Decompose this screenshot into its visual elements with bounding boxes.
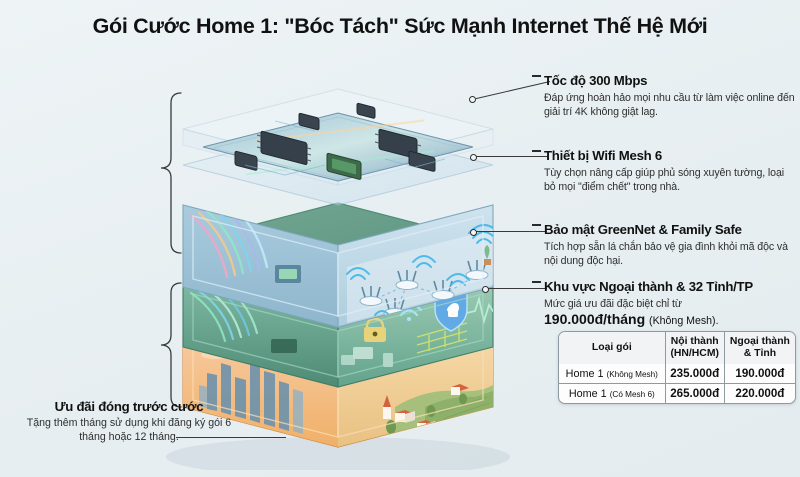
table-cell-suburban: 220.000đ: [735, 387, 785, 401]
brace-upper: [160, 92, 182, 254]
header-line: (HN/HCM): [670, 348, 719, 360]
annotation-body-wifi-mesh: Tùy chọn nâng cấp giúp phủ sóng xuyên tư…: [544, 166, 785, 193]
header-line: Ngoại thành: [729, 336, 790, 347]
leader-dot-security: [470, 229, 477, 236]
table-header-urban: Nội thành (HN/HCM): [665, 332, 725, 365]
chip-icon: [234, 102, 436, 180]
annotation-region: Khu vực Ngoại thành & 32 Tỉnh/TP Mức giá…: [532, 279, 796, 327]
annotation-heading-wifi-mesh: Thiết bị Wifi Mesh 6: [544, 148, 662, 163]
price-value: 190.000đ/tháng: [544, 310, 646, 327]
annotation-body-speed: Đáp ứng hoàn hảo mọi nhu cầu từ làm việc…: [544, 91, 795, 118]
leader-dot-speed: [469, 96, 476, 103]
package-note: (Không Mesh): [606, 369, 658, 379]
page-title: Gói Cước Home 1: "Bóc Tách" Sức Mạnh Int…: [92, 14, 708, 38]
leader-line-security: [475, 231, 547, 232]
table-header-package: Loại gói: [559, 332, 666, 365]
annotation-wifi-mesh: Thiết bị Wifi Mesh 6 Tùy chọn nâng cấp g…: [532, 148, 796, 194]
leader-line-region: [487, 288, 547, 289]
leader-dot-region: [482, 286, 489, 293]
table-header-row: Loại gói Nội thành (HN/HCM) Ngoại thành …: [559, 332, 795, 365]
annotation-dash: [532, 150, 541, 152]
leader-line-prepay: [176, 437, 286, 438]
table-cell-urban: 235.000đ: [665, 364, 725, 385]
router-icon: [346, 224, 493, 323]
annotation-body-prepay: Tặng thêm tháng sử dụng khi đăng ký gói …: [26, 417, 232, 444]
annotation-security: Bảo mật GreenNet & Family Safe Tích hợp …: [532, 222, 796, 268]
leader-dot-mesh: [470, 154, 477, 161]
package-note: (Có Mesh 6): [609, 389, 655, 399]
table-row: Home 1 (Có Mesh 6) 265.000đ 220.000đ: [559, 384, 795, 404]
annotation-speed: Tốc độ 300 Mbps Đáp ứng hoàn hảo mọi nhu…: [532, 73, 796, 119]
table-header-suburban: Ngoại thành & Tỉnh: [724, 332, 795, 365]
exploded-router-illustration: Tháng 6me tháng sử dụng: [95, 55, 575, 470]
annotation-heading-security: Bảo mật GreenNet & Family Safe: [544, 222, 742, 237]
annotation-dash: [532, 281, 541, 283]
shield-lock-icon: [341, 287, 493, 367]
brace-lower: [160, 282, 182, 408]
table-cell-suburban: 190.000đ: [724, 364, 795, 385]
annotation-body-security: Tích hợp sẵn lá chắn bảo vệ gia đình khỏ…: [544, 240, 788, 267]
header-line: Nội thành: [670, 336, 719, 347]
price-table: Loại gói Nội thành (HN/HCM) Ngoại thành …: [558, 331, 796, 405]
header-line: & Tỉnh: [743, 348, 777, 360]
package-name: Home 1: [565, 367, 604, 380]
table-cell-package: Home 1 (Không Mesh): [559, 364, 666, 385]
annotation-body-region: Mức giá ưu đãi đặc biệt chỉ từ: [544, 297, 682, 310]
annotation-price-region: 190.000đ/tháng (Không Mesh).: [544, 311, 796, 327]
annotation-dash: [532, 75, 541, 77]
annotation-heading-speed: Tốc độ 300 Mbps: [544, 73, 648, 88]
annotation-heading-region: Khu vực Ngoại thành & 32 Tỉnh/TP: [544, 279, 753, 294]
table-row: Home 1 (Không Mesh) 235.000đ 190.000đ: [559, 364, 795, 385]
table-cell-urban: 265.000đ: [666, 384, 725, 404]
price-note: (Không Mesh).: [649, 314, 719, 327]
annotation-heading-prepay: Ưu đãi đóng trước cước: [54, 399, 204, 414]
table-cell-package: Home 1 (Có Mesh 6): [559, 384, 666, 404]
annotation-prepay-offer: Ưu đãi đóng trước cước Tặng thêm tháng s…: [14, 399, 244, 444]
annotation-dash: [532, 224, 541, 226]
header-line: Loại gói: [591, 342, 632, 354]
wifi-mesh-layer: [182, 124, 494, 328]
package-name: Home 1: [568, 387, 607, 400]
leader-line-mesh: [475, 156, 547, 157]
circuit-board-speed-layer: [182, 88, 494, 186]
